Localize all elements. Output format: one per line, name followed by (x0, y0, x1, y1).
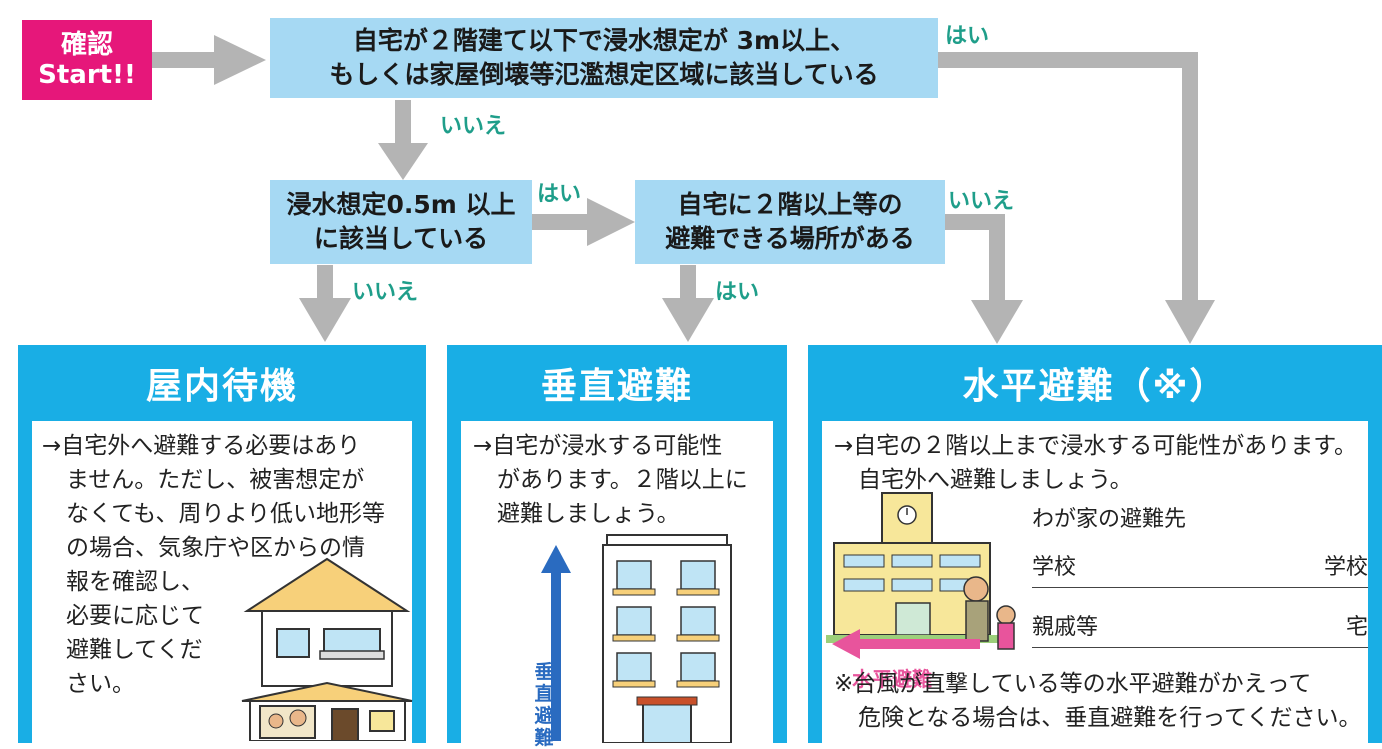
vertical-arrow-label: 垂直避難 (534, 661, 554, 749)
question-2-line1: 浸水想定0.5m 以上 (286, 190, 516, 219)
building-illustration (541, 534, 732, 743)
result-vertical-title: 垂直避難 (540, 366, 693, 407)
question-3-box: 自宅に２階以上等の 避難できる場所がある (635, 180, 945, 264)
label-q1-yes: はい (945, 24, 990, 49)
school-illustration (826, 492, 1016, 650)
horizontal-note: ※台風が直撃している等の水平避難がかえって 危険となる場合は、垂直避難を行ってく… (834, 671, 1362, 731)
label-q3-yes: はい (715, 280, 760, 305)
result-indoor-text: →自宅外へ避難する必要はあり ません。ただし、被害想定が なくても、周りより低い… (42, 433, 386, 697)
question-3-line2: 避難できる場所がある (665, 224, 915, 253)
question-3-line1: 自宅に２階以上等の (677, 190, 903, 219)
result-indoor-card: 屋内待機 →自宅外へ避難する必要はあり ません。ただし、被害想定が なくても、周… (18, 345, 426, 743)
left-arrow-icon (832, 629, 980, 659)
result-horizontal-card: 水平避難（※） →自宅の２階以上まで浸水する可能性があります。 自宅外へ避難しま… (808, 345, 1382, 743)
destination-row-2: 親戚等 宅 (1032, 609, 1368, 648)
arrow-q3-no (945, 214, 1005, 305)
label-q3-no: いいえ (948, 189, 1015, 214)
start-badge: 確認 Start!! (22, 20, 152, 100)
result-horizontal-text: →自宅の２階以上まで浸水する可能性があります。 自宅外へ避難しましょう。 (834, 433, 1357, 493)
evacuee-child (996, 605, 1016, 625)
label-q1-no: いいえ (440, 114, 507, 139)
question-1-line1: 自宅が２階建て以下で浸水想定が 3m以上、 (352, 26, 856, 55)
result-indoor-body: →自宅外へ避難する必要はあり ません。ただし、被害想定が なくても、周りより低い… (32, 421, 413, 743)
question-1-box: 自宅が２階建て以下で浸水想定が 3m以上、 もしくは家屋倒壊等氾濫想定区域に該当… (270, 18, 938, 98)
destination-title: わが家の避難先 (1032, 507, 1187, 532)
result-vertical-text: →自宅が浸水する可能性 があります。２階以上に 避難しましょう。 (473, 433, 748, 527)
destination-row-1: 学校 学校 (1032, 549, 1368, 588)
label-q2-yes: はい (537, 182, 582, 207)
label-q2-no: いいえ (352, 280, 419, 305)
result-horizontal-title: 水平避難（※） (962, 366, 1228, 407)
arrow-q1-yes (938, 52, 1198, 305)
result-indoor-title: 屋内待機 (145, 366, 298, 407)
evacuee-adult (963, 576, 989, 602)
result-vertical-card: 垂直避難 →自宅が浸水する可能性 があります。２階以上に 避難しましょう。 (447, 345, 787, 749)
start-line1: 確認 (60, 30, 113, 60)
question-2-box: 浸水想定0.5m 以上 に該当している (270, 180, 532, 264)
up-arrow-icon (541, 545, 571, 573)
vertical-arrow-shaft (551, 571, 561, 741)
question-1-line2: もしくは家屋倒壊等氾濫想定区域に該当している (329, 60, 879, 89)
start-line2: Start!! (38, 60, 136, 90)
result-vertical-body: →自宅が浸水する可能性 があります。２階以上に 避難しましょう。 垂直避難 (461, 421, 773, 749)
result-horizontal-body: →自宅の２階以上まで浸水する可能性があります。 自宅外へ避難しましょう。 水平 (822, 421, 1368, 743)
horizontal-arrow-label: 水平避難 (852, 667, 932, 691)
house-illustration (241, 557, 413, 741)
question-2-line2: に該当している (313, 224, 489, 253)
